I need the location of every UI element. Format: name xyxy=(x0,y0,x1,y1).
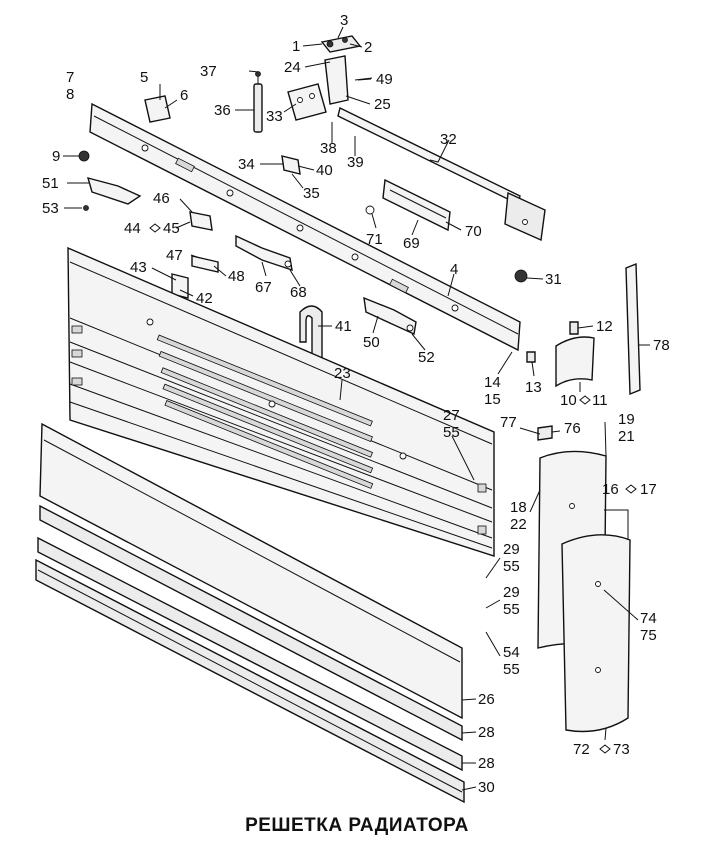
callout-16: 16 xyxy=(602,481,619,498)
bracket-parts xyxy=(171,155,528,373)
callout-5: 5 xyxy=(140,69,148,86)
diagram-caption: РЕШЕТКА РАДИАТОРА xyxy=(245,815,469,836)
callout-7: 7 xyxy=(66,69,74,86)
callout-32: 32 xyxy=(440,131,457,148)
callout-33: 33 xyxy=(266,108,283,125)
callout-6: 6 xyxy=(180,87,188,104)
callout-28b: 28 xyxy=(478,755,495,772)
callout-72: 72 xyxy=(573,741,590,758)
callout-55a: 55 xyxy=(443,424,460,441)
callout-8: 8 xyxy=(66,86,74,103)
callout-19: 19 xyxy=(618,411,635,428)
callout-27: 27 xyxy=(443,407,460,424)
callout-labels: 1 2 3 4 5 6 7 8 9 10 11 12 13 14 15 16 1… xyxy=(42,12,670,796)
callout-23: 23 xyxy=(334,365,351,382)
callout-13: 13 xyxy=(525,379,542,396)
callout-42: 42 xyxy=(196,290,213,307)
callout-55b: 55 xyxy=(503,558,520,575)
leader-lines xyxy=(63,26,650,791)
callout-55c: 55 xyxy=(503,601,520,618)
callout-78: 78 xyxy=(653,337,670,354)
callout-67: 67 xyxy=(255,279,272,296)
callout-36: 36 xyxy=(214,102,231,119)
callout-4: 4 xyxy=(450,261,458,278)
callout-53: 53 xyxy=(42,200,59,217)
callout-24: 24 xyxy=(284,59,301,76)
callout-28a: 28 xyxy=(478,724,495,741)
callout-70: 70 xyxy=(465,223,482,240)
callout-9: 9 xyxy=(52,148,60,165)
upper-crossbar-part xyxy=(89,102,521,352)
callout-25: 25 xyxy=(374,96,391,113)
callout-29a: 29 xyxy=(503,541,520,558)
gas-strut-part xyxy=(78,71,263,211)
callout-73: 73 xyxy=(613,741,630,758)
callout-45: 45 xyxy=(163,220,180,237)
callout-71: 71 xyxy=(366,231,383,248)
callout-11: 11 xyxy=(592,392,608,409)
callout-48: 48 xyxy=(228,268,245,285)
callout-18: 18 xyxy=(510,499,527,516)
callout-47: 47 xyxy=(166,247,183,264)
callout-43: 43 xyxy=(130,259,147,276)
callout-50: 50 xyxy=(363,334,380,351)
callout-10: 10 xyxy=(560,392,577,409)
callout-22: 22 xyxy=(510,516,527,533)
callout-34: 34 xyxy=(238,156,255,173)
callout-30: 30 xyxy=(478,779,495,796)
callout-51: 51 xyxy=(42,175,59,192)
callout-40: 40 xyxy=(316,162,333,179)
callout-26: 26 xyxy=(478,691,495,708)
callout-46: 46 xyxy=(153,190,170,207)
hinge-hardware-part xyxy=(287,35,373,121)
pair-diamonds xyxy=(149,223,637,754)
callout-15: 15 xyxy=(484,391,501,408)
callout-2: 2 xyxy=(364,39,372,56)
callout-17: 17 xyxy=(640,481,657,498)
callout-38: 38 xyxy=(320,140,337,157)
callout-1: 1 xyxy=(292,38,300,55)
callout-39: 39 xyxy=(347,154,364,171)
callout-41: 41 xyxy=(335,318,352,335)
callout-55d: 55 xyxy=(503,661,520,678)
lower-trim-strips xyxy=(35,422,465,804)
callout-29b: 29 xyxy=(503,584,520,601)
callout-3: 3 xyxy=(340,12,348,29)
support-rod-part xyxy=(337,106,546,242)
callout-52: 52 xyxy=(418,349,435,366)
callout-37: 37 xyxy=(200,63,217,80)
callout-35: 35 xyxy=(303,185,320,202)
callout-77: 77 xyxy=(500,414,517,431)
callout-68: 68 xyxy=(290,284,307,301)
callout-54: 54 xyxy=(503,644,520,661)
callout-12: 12 xyxy=(596,318,613,335)
callout-75: 75 xyxy=(640,627,657,644)
main-grille-panel xyxy=(67,246,495,557)
callout-74: 74 xyxy=(640,610,657,627)
callout-21: 21 xyxy=(618,428,635,445)
callout-49: 49 xyxy=(376,71,393,88)
callout-69: 69 xyxy=(403,235,420,252)
callout-44: 44 xyxy=(124,220,141,237)
callout-31: 31 xyxy=(545,271,562,288)
callout-14: 14 xyxy=(484,374,501,391)
callout-76: 76 xyxy=(564,420,581,437)
right-side-parts xyxy=(526,262,641,733)
